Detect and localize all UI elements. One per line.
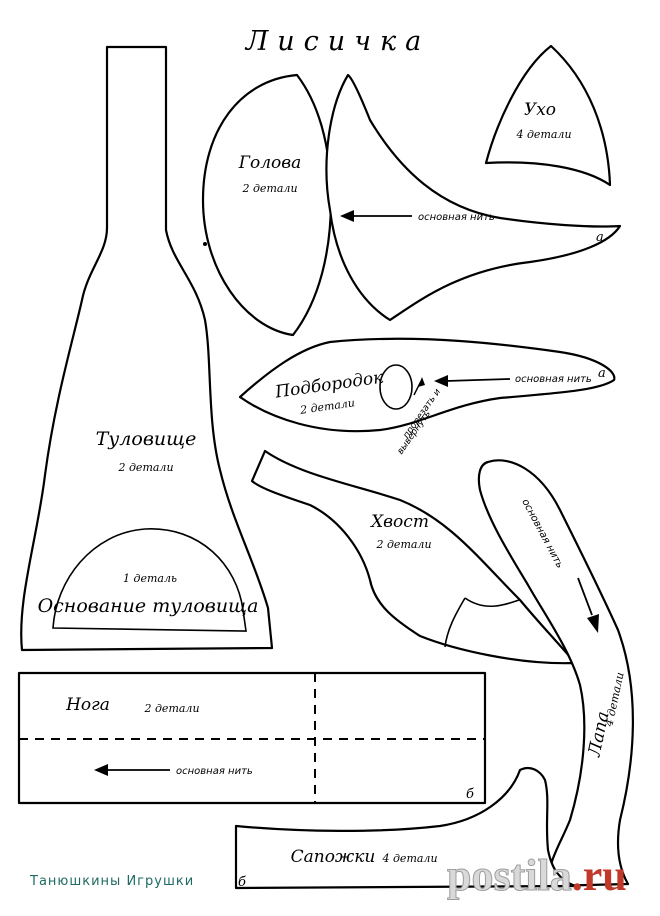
leg-name: Нога: [65, 695, 110, 715]
boots-count: 4 детали: [381, 852, 437, 865]
head-name: Голова: [238, 153, 302, 173]
chin-note-arrowhead: [418, 377, 425, 387]
chin-grain-arrowhead: [434, 375, 448, 387]
svg-text:postila.ru: postila.ru: [447, 851, 627, 900]
body-count: 2 детали: [117, 461, 173, 474]
tail-count: 2 детали: [375, 538, 431, 551]
piece-head: Голова 2 детали основная нить а: [201, 73, 622, 337]
head-grain-arrowhead: [340, 210, 354, 222]
ear-name: Ухо: [524, 100, 556, 120]
chin-mark: а: [598, 366, 606, 381]
piece-ear: Ухо 4 детали: [484, 44, 612, 187]
chin-cut-oval: [379, 364, 413, 410]
boots-outline: [234, 766, 577, 890]
tail-name: Хвост: [369, 512, 429, 532]
head-right-outline: [325, 73, 622, 322]
ear-count: 4 детали: [515, 128, 571, 141]
head-dot: [203, 242, 207, 246]
watermark-main: postila: [447, 851, 572, 900]
body-outline: [20, 45, 274, 652]
boots-mark: б: [238, 875, 246, 890]
chin-grain-arrow: [445, 378, 511, 382]
head-count: 2 детали: [241, 182, 297, 195]
boots-name: Сапожки: [291, 847, 376, 867]
head-left-outline: [201, 73, 333, 337]
body-base-count: 1 деталь: [123, 572, 177, 585]
leg-mark: б: [466, 787, 474, 802]
head-mark: а: [596, 230, 604, 245]
sheet-title: Лисичка: [244, 26, 430, 57]
piece-tail: Хвост 2 детали: [250, 449, 577, 665]
paw-grain-arrowhead: [587, 614, 599, 633]
piece-boots: Сапожки 4 детали б: [234, 766, 577, 890]
piece-leg: Нога 2 детали основная нить б: [17, 671, 487, 805]
paw-grain-arrow: [577, 577, 593, 616]
body-base-outline: [52, 528, 247, 632]
head-grain-label: основная нить: [418, 212, 495, 223]
body-name: Туловище: [96, 428, 197, 450]
tail-outline: [250, 449, 577, 665]
ear-outline: [484, 44, 612, 187]
author-signature: Танюшкины Игрушки: [29, 874, 194, 889]
postila-watermark: postila.ru: [447, 851, 627, 901]
leg-grain-arrowhead: [94, 764, 108, 776]
piece-body: Туловище 2 детали 1 деталь Основание тул…: [20, 45, 274, 652]
chin-grain-label: основная нить: [515, 374, 592, 385]
watermark-suffix: .ru: [572, 851, 627, 900]
tail-tip-line: [444, 597, 520, 648]
leg-count: 2 детали: [143, 702, 199, 715]
piece-paw: основная нить Лапа 4 детали: [477, 459, 634, 888]
chin-outline: [238, 337, 616, 433]
leg-grain-label: основная нить: [176, 766, 253, 777]
body-base-name: Основание туловища: [38, 595, 259, 617]
piece-chin: Подбородок 2 детали основная нить а прор…: [238, 337, 616, 457]
